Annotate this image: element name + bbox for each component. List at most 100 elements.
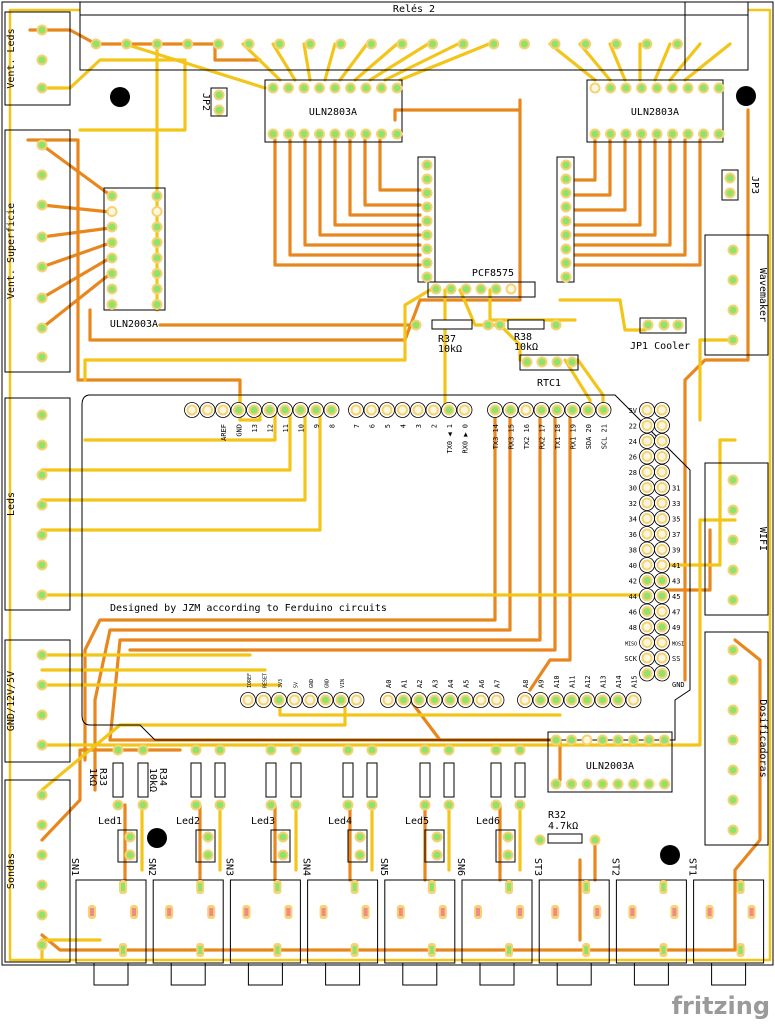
jack-label: SN5: [378, 858, 389, 876]
jack-pad-hole: [440, 908, 445, 916]
jack-pad-hole: [661, 946, 666, 954]
pad-connected: [38, 26, 46, 34]
pad-connected: [445, 801, 453, 809]
pad-connected: [415, 696, 423, 704]
jack-pad-hole: [244, 908, 249, 916]
pin-label: 31: [672, 485, 680, 493]
pad-connected: [584, 406, 592, 414]
pin-label: 32: [629, 500, 637, 508]
pad-connected: [614, 736, 622, 744]
jack-tab: [247, 962, 283, 986]
pad-hole: [658, 654, 666, 662]
led: [117, 829, 138, 863]
jack-pad-hole: [286, 908, 291, 916]
jack-pad-hole: [275, 883, 280, 891]
pad-connected: [38, 911, 46, 919]
pad-connected: [250, 406, 258, 414]
relay-connector-end: [684, 1, 749, 71]
pad-hole: [643, 453, 651, 460]
pad-connected: [536, 836, 544, 844]
led-label: Led1: [98, 816, 122, 827]
jack-pad-hole: [553, 908, 558, 916]
pad-connected: [306, 40, 314, 48]
pad-connected: [622, 130, 630, 138]
left-connector-label: Sondas: [6, 853, 17, 889]
pad-connected: [423, 231, 431, 239]
pad-hole: [658, 608, 666, 615]
jack-label: ST3: [532, 858, 543, 876]
pad-connected: [729, 596, 737, 604]
jack-tab: [402, 962, 438, 986]
pad-connected: [316, 84, 323, 92]
pad-hole: [658, 468, 666, 476]
pad-connected: [38, 941, 46, 949]
pad-connected: [638, 130, 645, 138]
pad-hole: [108, 208, 116, 215]
pad-connected: [38, 821, 46, 829]
pad-hole: [643, 422, 651, 429]
pad-connected: [312, 406, 320, 414]
right-connector-label: WIFI: [757, 527, 768, 551]
pad-connected: [432, 285, 440, 293]
uln2003a-chip-1: [103, 187, 166, 311]
pad-connected: [114, 801, 122, 809]
pad-connected: [729, 676, 737, 684]
pad-connected: [279, 851, 287, 859]
pad-connected: [729, 536, 737, 544]
pad-hole: [643, 499, 651, 507]
led: [495, 829, 516, 863]
pad-connected: [92, 40, 100, 48]
jp3-label: JP3: [749, 176, 760, 194]
pin-label: TX1 18: [554, 424, 562, 449]
pad-connected: [516, 746, 524, 754]
pin-label: IOREF: [247, 673, 253, 688]
resistor: [443, 762, 455, 798]
pad-connected: [433, 833, 441, 841]
pin-label: 10: [298, 424, 306, 432]
jack-tab: [93, 962, 129, 986]
mounting-hole: [736, 86, 756, 106]
pad-connected: [378, 130, 385, 138]
pad-connected: [445, 746, 453, 754]
right-connector: [704, 462, 769, 616]
pin-label: 7: [353, 424, 361, 428]
led: [424, 829, 445, 863]
mounting-hole: [147, 828, 167, 848]
pad-connected: [38, 791, 46, 799]
resistor: [214, 762, 226, 798]
resistor: [419, 762, 431, 798]
pad-connected: [423, 217, 431, 225]
pcf8575-chip: [427, 281, 536, 298]
pad-connected: [496, 321, 504, 329]
pad-connected: [368, 746, 376, 754]
pad-connected: [285, 130, 292, 138]
pad-connected: [322, 696, 329, 704]
pad-connected: [726, 189, 734, 197]
led-label: Led2: [176, 816, 200, 827]
pad-hole: [399, 406, 406, 414]
jack-tab: [711, 962, 747, 986]
jack-pad-hole: [661, 883, 666, 891]
pad-connected: [267, 801, 275, 809]
pad-connected: [108, 192, 116, 200]
pad-connected: [553, 358, 561, 366]
resistor-r38: [507, 319, 545, 330]
pad-connected: [431, 696, 438, 704]
pad-connected: [344, 801, 352, 809]
pad-hole: [368, 406, 375, 414]
pad-hole: [658, 499, 666, 507]
pad-connected: [316, 130, 323, 138]
pad-connected: [729, 336, 737, 344]
pad-connected: [279, 833, 287, 841]
pad-connected: [328, 406, 335, 414]
r37-name: R37: [438, 334, 456, 345]
pad-connected: [614, 696, 622, 704]
left-connector-label: Vent. Superficie: [6, 203, 17, 299]
pin-label: TX3 14: [492, 424, 500, 449]
pad-hole: [643, 623, 651, 631]
jack-pad-hole: [738, 946, 743, 954]
pad-connected: [729, 506, 737, 514]
pin-label: 45: [672, 593, 680, 601]
pad-connected: [38, 681, 46, 689]
jack-pad-hole: [429, 946, 434, 954]
